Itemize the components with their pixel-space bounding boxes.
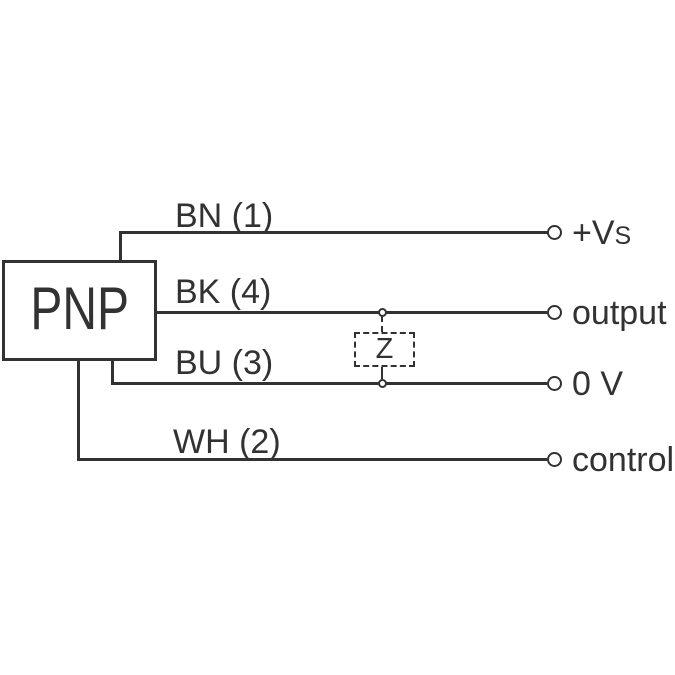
wire-wh-horizontal-segment (77, 458, 547, 461)
impedance-connector-bottom (381, 367, 383, 379)
terminal-circle-0v (547, 376, 562, 391)
terminal-label-0v: 0 V (572, 365, 624, 403)
impedance-connector-top (381, 316, 383, 332)
wire-wh-vertical-segment (77, 358, 80, 461)
junction-circle-0v (378, 379, 387, 388)
device-box: PNP (2, 260, 157, 361)
terminal-label-vs: +VS (572, 216, 631, 253)
wire-bn-horizontal-segment (119, 231, 548, 234)
wire-bu-horizontal-segment (111, 382, 547, 385)
terminal-label-control: control (572, 441, 675, 479)
wire-bn-vertical-segment (119, 231, 122, 263)
wire-wh-label: WH (2) (173, 423, 281, 461)
terminal-label-vs-main: +V (572, 214, 615, 252)
wire-bk-label: BK (4) (175, 273, 272, 311)
wire-bn-label: BN (1) (175, 197, 274, 235)
wire-bu-label: BU (3) (175, 344, 274, 382)
impedance-label: Z (375, 333, 394, 365)
terminal-label-vs-sub: S (614, 222, 632, 250)
terminal-label-output: output (572, 294, 667, 332)
terminal-circle-vs (547, 225, 562, 240)
device-label: PNP (30, 274, 129, 342)
terminal-circle-output (547, 305, 562, 320)
wire-bu-vertical-segment (111, 358, 114, 385)
junction-circle-output (378, 308, 387, 317)
impedance-box: Z (354, 332, 415, 367)
wire-bk-horizontal-segment (155, 311, 547, 314)
terminal-circle-control (547, 452, 562, 467)
